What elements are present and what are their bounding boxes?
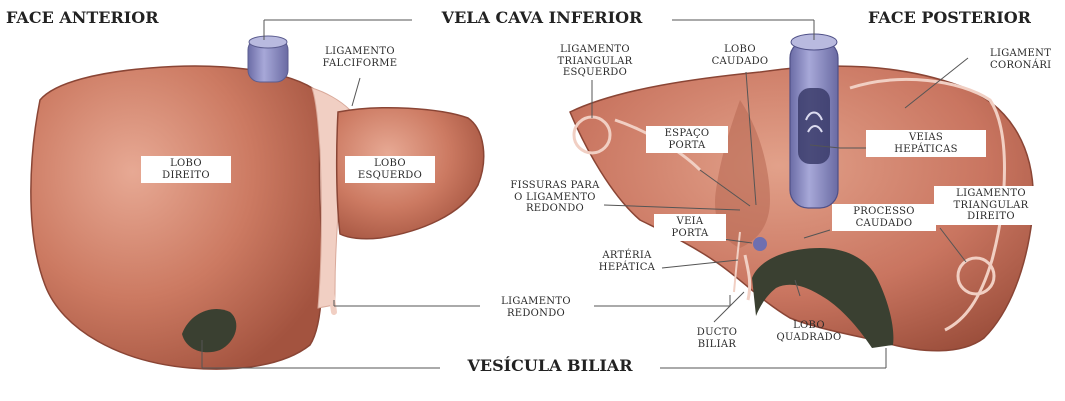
label-ligamento-redondo: LIGAMENTO REDONDO [478, 296, 594, 319]
label-veia-porta: VEIA PORTA [654, 214, 726, 241]
title-vesicula-biliar: VESÍCULA BILIAR [442, 357, 658, 375]
title-face-anterior: FACE ANTERIOR [6, 9, 159, 27]
label-ligamento-triangular-direito: LIGAMENTO TRIANGULAR DIREITO [934, 186, 1048, 225]
label-processo-caudado: PROCESSO CAUDADO [832, 204, 936, 231]
label-ligamento-coronario: LIGAMENT CORONÁRI [990, 48, 1065, 71]
title-vela-cava-inferior: VELA CAVA INFERIOR [414, 9, 670, 27]
label-espaco-porta: ESPAÇO PORTA [646, 126, 728, 153]
label-ligamento-falciforme: LIGAMENTO FALCIFORME [300, 46, 420, 69]
label-lobo-quadrado: LOBO QUADRADO [766, 320, 852, 343]
label-lobo-caudado: LOBO CAUDADO [700, 44, 780, 67]
title-face-posterior: FACE POSTERIOR [868, 9, 1031, 27]
label-fissuras-ligamento-redondo: FISSURAS PARA O LIGAMENTO REDONDO [500, 180, 610, 215]
label-lobo-direito: LOBO DIREITO [141, 156, 231, 183]
label-lobo-esquerdo: LOBO ESQUERDO [345, 156, 435, 183]
label-veias-hepaticas: VEIAS HEPÁTICAS [866, 130, 986, 157]
label-ligamento-triangular-esquerdo: LIGAMENTO TRIANGULAR ESQUERDO [540, 44, 650, 79]
label-arteria-hepatica: ARTÉRIA HEPÁTICA [588, 250, 666, 273]
anterior-right-lobe-shape [31, 66, 322, 369]
label-ducto-biliar: DUCTO BILIAR [682, 327, 752, 350]
portal-vein-shape [753, 237, 767, 251]
